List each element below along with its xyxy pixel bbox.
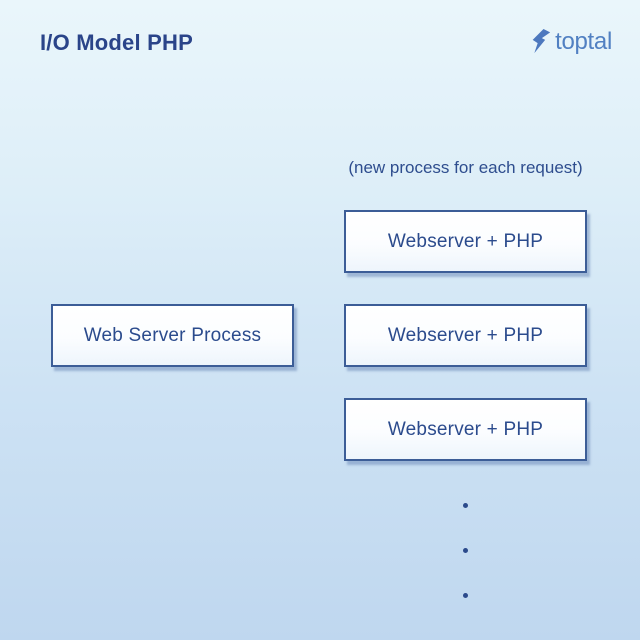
ellipsis-dot	[463, 503, 468, 508]
webserver-php-box-3: Webserver + PHP	[344, 398, 587, 461]
ellipsis-dot	[463, 548, 468, 553]
page-title: I/O Model PHP	[40, 30, 193, 55]
box-label: Webserver + PHP	[387, 230, 544, 252]
toptal-logo: toptal	[531, 28, 612, 55]
box-label: Webserver + PHP	[387, 324, 544, 346]
box-label: Webserver + PHP	[387, 418, 544, 440]
webserver-php-box-1: Webserver + PHP	[344, 210, 587, 273]
toptal-logo-icon	[532, 29, 551, 54]
box-label: Web Server Process	[83, 324, 262, 346]
toptal-wordmark: toptal	[555, 27, 612, 55]
webserver-php-box-2: Webserver + PHP	[344, 304, 587, 367]
diagram-caption: (new process for each request)	[348, 158, 583, 177]
web-server-process-box: Web Server Process	[51, 304, 294, 367]
ellipsis-dot	[463, 593, 468, 598]
